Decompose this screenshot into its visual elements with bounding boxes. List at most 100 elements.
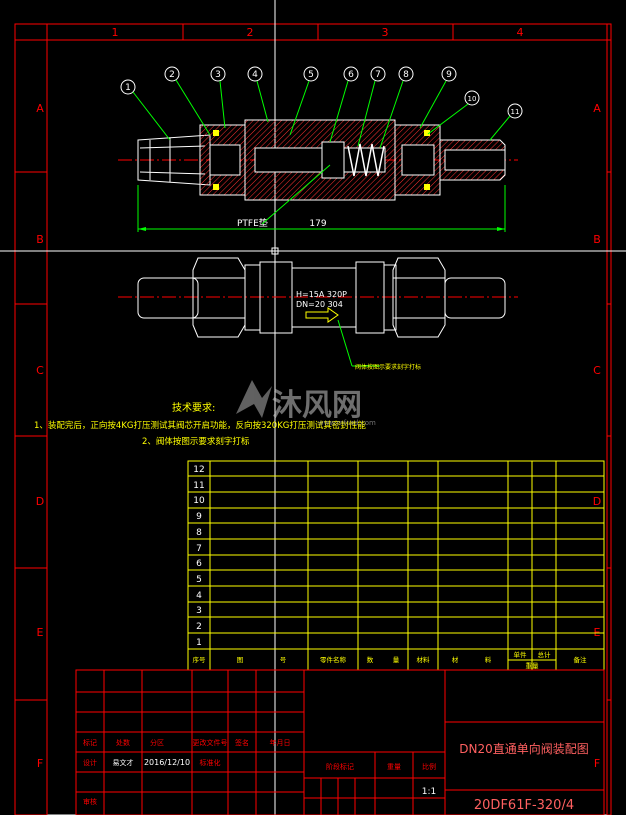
- balloon: 9: [419, 66, 457, 129]
- col-label: 3: [382, 26, 389, 39]
- balloon-number: 4: [252, 70, 258, 80]
- balloon-number: 11: [511, 108, 520, 116]
- col-label: 1: [112, 26, 119, 39]
- header-cell: 序号: [193, 655, 207, 664]
- std-label: 标准化: [200, 758, 221, 767]
- row-number: 4: [196, 591, 202, 601]
- header-cell: 材: [452, 655, 459, 664]
- plan-view: [118, 257, 518, 367]
- part-balloons: 1 2 3 4 5 6 7 8 9 10 11: [120, 66, 523, 149]
- parts-table: [187, 460, 605, 671]
- designer-label: 设计: [83, 758, 97, 767]
- dimension-value: 179: [309, 219, 326, 229]
- header-cell: 重量: [526, 662, 540, 670]
- watermark-logo-icon: [236, 380, 272, 418]
- balloon-number: 2: [169, 70, 175, 80]
- sign-label: 分区: [150, 738, 164, 747]
- marking-callout: 阀体按图示要求刻字打标: [355, 363, 421, 371]
- header-cell: 料: [485, 655, 492, 664]
- balloon: 1: [120, 79, 171, 141]
- title-block: [75, 669, 605, 815]
- header-cell: 材料: [417, 655, 431, 664]
- row-number: 11: [193, 481, 204, 491]
- row-number: 8: [196, 528, 202, 538]
- plan-view-text: H=15A 320P DN=20 304 阀体按图示要求刻字打标: [296, 290, 421, 371]
- header-cell: 单件: [514, 650, 528, 659]
- technical-requirements: 技术要求: 1、装配完后，正向按4KG打压测试其阀芯开启功能，反向按320KG打…: [34, 401, 366, 447]
- title-block-text: 标记 处数 分区 更改文件号 签名 年月日 设计 易文才 2016/12/10 …: [83, 738, 589, 813]
- header-cell: 备注: [574, 655, 588, 664]
- row-label: C: [593, 364, 601, 377]
- section-view: [118, 119, 518, 201]
- row-label: B: [36, 233, 44, 246]
- header-cell: 数: [367, 655, 374, 664]
- row-label: B: [593, 233, 601, 246]
- row-label: C: [36, 364, 44, 377]
- tech-req-title: 技术要求:: [172, 401, 215, 414]
- drawing-frame: [14, 23, 612, 815]
- balloon-number: 9: [446, 70, 452, 80]
- balloon: 6: [329, 66, 359, 143]
- watermark: 沐风网 www.mfcad.com: [236, 380, 376, 427]
- row-number: 1: [196, 638, 202, 648]
- balloon: 2: [164, 66, 211, 136]
- watermark-url: www.mfcad.com: [318, 419, 376, 427]
- body-marking-1: H=15A 320P: [296, 290, 347, 299]
- balloon: 11: [489, 103, 523, 141]
- sign-label: 处数: [116, 738, 130, 747]
- tech-req-item: 1、装配完后，正向按4KG打压测试其阀芯开启功能，反向按320KG打压测试其密封…: [34, 420, 366, 431]
- header-cell: 零件名称: [320, 655, 347, 664]
- row-number: 6: [196, 559, 202, 569]
- audit-label: 审核: [83, 797, 97, 806]
- sign-label: 更改文件号: [193, 738, 228, 747]
- balloon: 5: [289, 66, 319, 136]
- design-date: 2016/12/10: [144, 758, 190, 767]
- sign-label: 签名: [235, 738, 249, 747]
- row-label: D: [36, 495, 44, 508]
- row-label: F: [594, 757, 600, 770]
- watermark-brand: 沐风网: [272, 388, 362, 423]
- balloon: 7: [357, 66, 386, 147]
- sign-label: 年月日: [270, 738, 291, 747]
- overall-dimension: 179 PTFE垫: [137, 164, 506, 232]
- header-cell: 总计: [538, 650, 552, 659]
- parts-table-header: 序号 图 号 零件名称 数 量 材料 材 料 单件 总计 备注 重量: [193, 650, 588, 670]
- tech-req-item: 2、阀体按图示要求刻字打标: [142, 436, 250, 447]
- designer-name: 易文才: [113, 758, 134, 767]
- balloon: 4: [247, 66, 269, 123]
- row-number: 7: [196, 544, 202, 554]
- row-number: 3: [196, 606, 202, 616]
- col-label: 2: [247, 26, 254, 39]
- row-label: A: [593, 102, 601, 115]
- stage-label: 阶段标记: [326, 762, 354, 771]
- row-label: F: [37, 757, 43, 770]
- header-cell: 图: [237, 656, 244, 664]
- row-number: 9: [196, 512, 202, 522]
- row-number: 12: [193, 465, 204, 475]
- parts-table-text: 12 11 10 9 8 7 6 5 4 3 2 1: [193, 465, 205, 648]
- balloon-number: 8: [403, 70, 409, 80]
- balloon-number: 3: [215, 70, 221, 80]
- balloon-number: 10: [468, 95, 477, 103]
- scale-label: 比例: [422, 762, 436, 771]
- row-number: 2: [196, 622, 202, 632]
- balloon: 10: [427, 90, 480, 135]
- balloon-number: 7: [375, 70, 381, 80]
- row-label: A: [36, 102, 44, 115]
- balloon: 8: [379, 66, 414, 149]
- row-number: 5: [196, 575, 202, 585]
- row-label: D: [593, 495, 601, 508]
- balloon-number: 1: [125, 83, 131, 93]
- row-label: E: [37, 626, 44, 639]
- row-number: 10: [193, 496, 205, 506]
- weight-label: 重量: [387, 763, 401, 771]
- drawing-number: 20DF61F-320/4: [474, 798, 574, 813]
- scale-value: 1:1: [422, 787, 436, 797]
- drawing-title: DN20直通单向阀装配图: [459, 741, 589, 756]
- header-cell: 量: [393, 656, 400, 664]
- balloon-number: 5: [308, 70, 314, 80]
- col-label: 4: [517, 26, 524, 39]
- header-cell: 号: [280, 656, 287, 664]
- balloon-number: 6: [348, 70, 354, 80]
